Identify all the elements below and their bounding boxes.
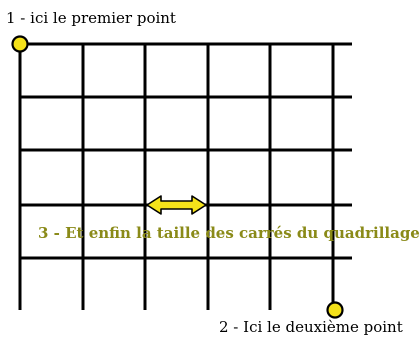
grid-canvas [11,35,352,319]
double-arrow-icon [146,195,207,215]
second-point-marker [326,301,344,319]
grid-diagram: 1 - ici le premier point 3 - Et enfin la… [6,9,420,336]
first-point-label: 1 - ici le premier point [6,9,176,27]
cell-size-label: 3 - Et enfin la taille des carrés du qua… [38,224,420,242]
cell-size-arrow [146,195,207,215]
first-point-marker [11,35,29,53]
second-point-label: 2 - Ici le deuxième point [219,318,403,336]
